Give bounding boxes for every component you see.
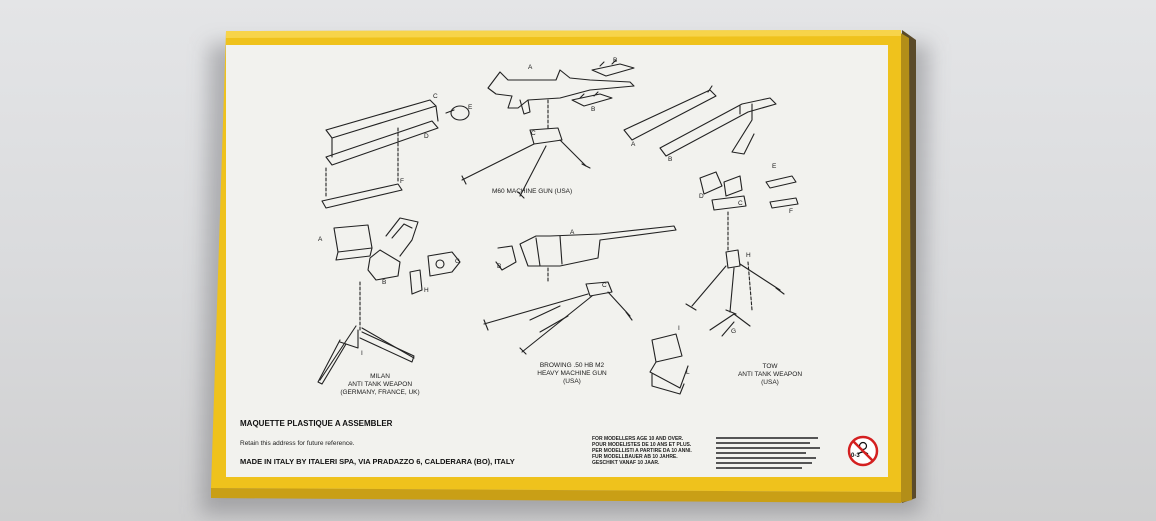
part-letter-a-browning: A [570, 229, 575, 236]
age-warning-line: FÜR MODELLBAUER AB 10 JAHRE. [592, 454, 678, 460]
part-letter-i-tow: I [678, 325, 680, 332]
box-top-highlight [226, 30, 901, 38]
age-warning: FOR MODELLERS AGE 10 AND OVER. POUR MODE… [592, 436, 712, 466]
part-letter-i: I [361, 350, 363, 357]
no-children-under-3-icon [847, 435, 879, 467]
part-letter-e-tow: E [772, 163, 777, 170]
age-warning-line: FOR MODELLERS AGE 10 AND OVER. [592, 436, 684, 442]
caption-tow: TOW ANTI TANK WEAPON (USA) [732, 363, 808, 387]
part-letter-f: F [400, 178, 404, 185]
caption-m60: M60 MACHINE GUN (USA) [492, 188, 573, 195]
manufacturer-address: MADE IN ITALY BY ITALERI SPA, VIA PRADAZ… [240, 457, 515, 466]
caption-browning: BROWING .50 HB M2 HEAVY MACHINE GUN (USA… [534, 362, 610, 386]
caption-browning-line-1: BROWING .50 HB M2 [539, 362, 605, 369]
part-letter-d-tow: D [699, 193, 704, 200]
part-letter-l-tow: L [686, 369, 690, 376]
age-badge-text: 0-3 [851, 453, 860, 459]
age-warning-line: POUR MODELISTES DE 10 ANS ET PLUS. [592, 442, 692, 448]
part-letter-h-tow: H [746, 252, 751, 259]
caption-tow-line-3: (USA) [761, 379, 779, 386]
small-print-texture [716, 437, 820, 469]
caption-browning-line-3: (USA) [563, 378, 581, 385]
tow-drawing [623, 85, 799, 395]
browning-drawing [483, 225, 677, 355]
assemble-heading: MAQUETTE PLASTIQUE A ASSEMBLER [240, 419, 393, 428]
part-letter-g: G [455, 258, 461, 265]
m60-drawing [461, 59, 635, 199]
caption-milan-line-3: (GERMANY, FRANCE, UK) [340, 389, 420, 396]
part-letter-a: A [318, 236, 323, 243]
part-letter-b-m60: B [613, 57, 618, 64]
milan-drawing [317, 99, 470, 385]
instruction-panel [226, 45, 888, 477]
caption-milan-line-2: ANTI TANK WEAPON [347, 381, 413, 388]
box-right-side [899, 32, 912, 503]
box-bottom-edge [211, 488, 901, 503]
part-letter-h: H [424, 287, 429, 294]
part-letter-c-tow: C [738, 200, 743, 207]
caption-tow-line-1: TOW [762, 363, 778, 370]
retain-note: Retain this address for future reference… [240, 440, 355, 447]
caption-tow-line-2: ANTI TANK WEAPON [737, 371, 803, 378]
part-letter-b-browning: B [497, 263, 502, 270]
age-warning-line: PER MODELLISTI A PARTIRE DA 10 ANNI. [592, 448, 692, 454]
part-letter-e: E [468, 104, 473, 111]
part-letter-c: C [433, 93, 438, 100]
part-letter-b-m60-2: B [591, 106, 596, 113]
caption-milan: MILAN ANTI TANK WEAPON (GERMANY, FRANCE,… [340, 373, 420, 397]
part-letter-g-tow: G [731, 328, 737, 335]
part-letter-c-browning: C [602, 282, 607, 289]
part-letter-b-tow: B [668, 156, 673, 163]
part-letter-f-tow: F [789, 208, 793, 215]
part-letter-c-m60: C [531, 130, 536, 137]
caption-browning-line-2: HEAVY MACHINE GUN [537, 370, 607, 377]
age-warning-line: GESCHIKT VANAF 10 JAAR. [592, 460, 660, 466]
part-letter-b: B [382, 279, 387, 286]
caption-milan-line-1: MILAN [370, 373, 390, 380]
part-letter-a-tow: A [631, 141, 636, 148]
part-letter-d: D [424, 133, 429, 140]
part-letter-a-m60: A [528, 64, 533, 71]
